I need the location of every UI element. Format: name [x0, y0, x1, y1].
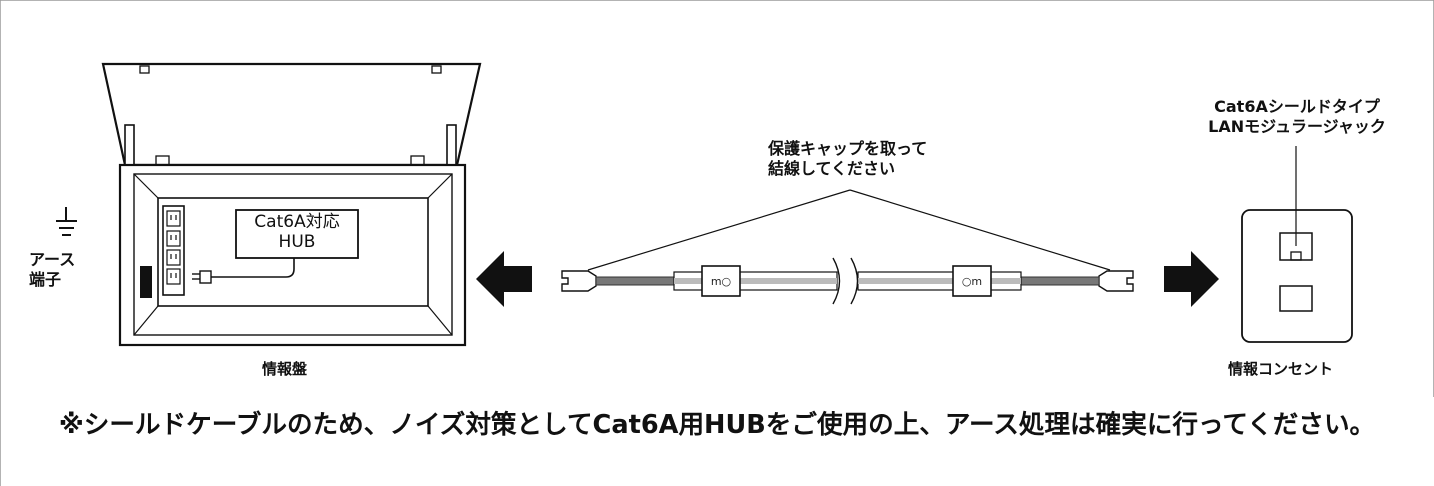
panel-inner-frame — [133, 173, 453, 336]
cable-sleeve-right — [952, 265, 992, 297]
lid-hinge-right — [431, 65, 442, 74]
ground-terminal-label: アース 端子 — [29, 250, 75, 290]
power-outlet-icon — [162, 205, 185, 296]
panel-lid — [101, 62, 482, 167]
cable-mark-right: ○m — [962, 275, 982, 288]
rj45-plug-right — [1098, 270, 1134, 292]
lan-cable: m○ ○m — [561, 189, 1134, 305]
lan-jack-latch — [1290, 251, 1302, 261]
hub-label-line2: HUB — [278, 231, 316, 252]
panel-caption: 情報盤 — [262, 360, 308, 378]
rj45-plug-left — [561, 270, 597, 292]
cable-mark-left: m○ — [711, 275, 731, 288]
cable-instruction: 保護キャップを取って 結線してください — [768, 139, 927, 179]
ground-terminal-block — [140, 266, 152, 298]
cable-end-left — [595, 276, 675, 286]
hub-label-line1: Cat6A対応 — [254, 212, 340, 232]
blank-port — [1279, 285, 1313, 312]
cable-end-right — [1020, 276, 1100, 286]
outlet-caption: 情報コンセント — [1228, 360, 1334, 378]
information-panel — [101, 62, 482, 347]
outlet-plate — [1241, 209, 1353, 343]
panel-mount-plate — [157, 197, 429, 307]
cable-instruction-line2: 結線してください — [768, 159, 896, 178]
jack-label-line2: LANモジュラージャック — [1208, 117, 1386, 136]
hub-box — [235, 209, 359, 259]
cable-instruction-line1: 保護キャップを取って — [768, 139, 928, 158]
hub-power-cord — [211, 258, 295, 278]
cable-sleeve-left — [701, 265, 741, 297]
leader-line-left — [587, 189, 851, 271]
hub-label: Cat6A対応 HUB — [236, 212, 358, 252]
information-outlet — [1241, 146, 1353, 343]
arrow-right-icon — [1164, 251, 1219, 307]
lid-hinge-left — [139, 65, 150, 74]
ground-label-line1: アース — [29, 250, 76, 269]
leader-line-right — [849, 189, 1111, 271]
ground-label-line2: 端子 — [29, 270, 62, 289]
jack-label: Cat6Aシールドタイプ LANモジュラージャック — [1192, 97, 1402, 137]
jack-label-line1: Cat6Aシールドタイプ — [1214, 97, 1380, 116]
ground-icon — [56, 207, 77, 236]
arrow-left-icon — [476, 251, 532, 307]
footer-note: ※シールドケーブルのため、ノイズ対策としてCat6A用HUBをご使用の上、アース… — [58, 410, 1376, 440]
